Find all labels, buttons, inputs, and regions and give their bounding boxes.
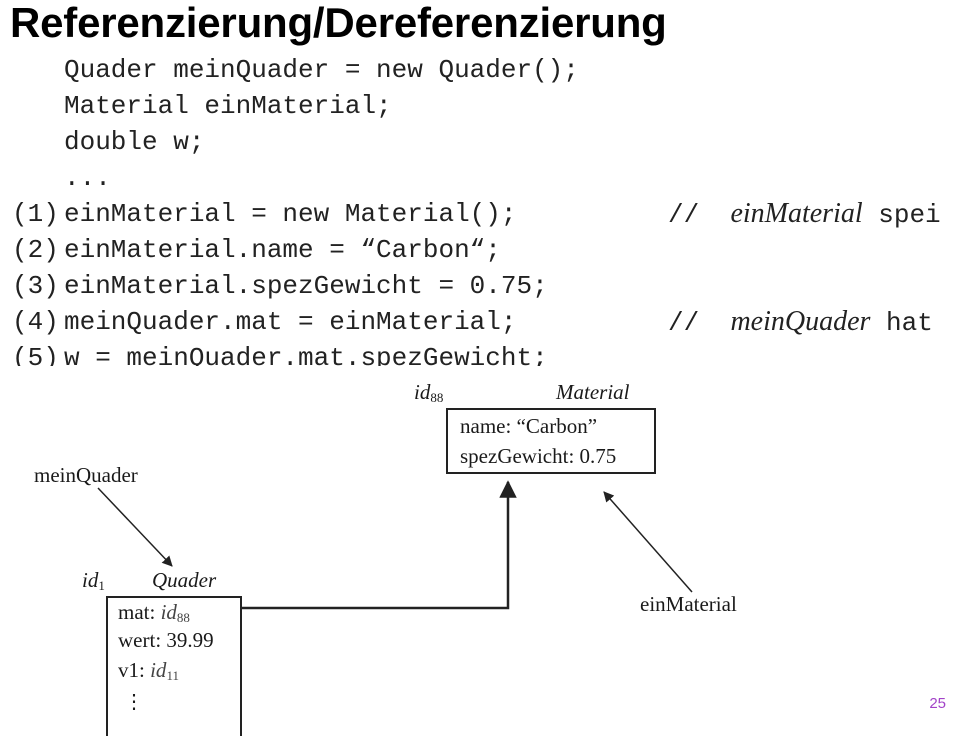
code-statement: Quader meinQuader = new Quader();: [64, 55, 579, 85]
code-statement: einMaterial.spezGewicht = 0.75;: [64, 271, 548, 301]
slide-title: Referenzierung/Dereferenzierung: [10, 0, 667, 46]
code-statement: double w;: [64, 127, 205, 157]
code-comment: // meinQuader hat: [668, 304, 933, 341]
object-diagram: id88 Material name: “Carbon” spezGewicht…: [0, 370, 960, 736]
code-comment: // einMaterial spei: [668, 196, 941, 233]
quader-object-id: id1: [82, 568, 105, 593]
code-statement: meinQuader.mat = einMaterial;: [64, 307, 517, 337]
code-statement: w = meinQuader.mat.spezGewicht;: [64, 343, 548, 366]
comment-italic: einMaterial: [730, 198, 863, 229]
reference-arrows: [97, 480, 693, 610]
variable-meinquader: meinQuader: [34, 463, 138, 487]
material-class-label: Material: [556, 380, 630, 404]
code-statement: ...: [64, 163, 111, 193]
code-statement: einMaterial = new Material();: [64, 199, 517, 229]
material-field-spezgewicht: spezGewicht: 0.75: [460, 444, 617, 468]
code-block: Quader meinQuader = new Quader(); Materi…: [0, 52, 960, 366]
step-number: (4): [12, 307, 59, 337]
code-line-step-2: (2) einMaterial.name = “Carbon“;: [0, 232, 501, 268]
step-number: (2): [12, 235, 59, 265]
variable-einmaterial: einMaterial: [640, 592, 737, 616]
quader-field-v1: v1: id11: [118, 658, 179, 683]
meinquader-pointer-arrow: [97, 487, 173, 567]
comment-prefix: //: [668, 200, 700, 230]
code-line-declaration: Quader meinQuader = new Quader();: [0, 52, 579, 88]
comment-rest: spei: [878, 200, 941, 230]
step-number: (1): [12, 199, 59, 229]
code-statement: einMaterial.name = “Carbon“;: [64, 235, 501, 265]
code-line-step-5: (5) w = meinQuader.mat.spezGewicht;: [0, 340, 548, 366]
quader-field-wert: wert: 39.99: [118, 628, 214, 652]
comment-rest: hat: [886, 308, 933, 338]
comment-prefix: //: [668, 308, 700, 338]
page-number: 25: [929, 695, 946, 712]
code-statement: Material einMaterial;: [64, 91, 392, 121]
material-object-box: name: “Carbon” spezGewicht: 0.75: [446, 408, 656, 474]
material-object-id: id88: [414, 380, 444, 405]
quader-field-mat: mat: id88: [118, 600, 190, 625]
einmaterial-pointer-arrow: [603, 491, 693, 593]
code-line-step-4: (4) meinQuader.mat = einMaterial; // mei…: [0, 304, 933, 340]
code-line-declaration: double w;: [0, 124, 204, 160]
quader-class-label: Quader: [152, 568, 217, 592]
code-line-declaration: Material einMaterial;: [0, 88, 392, 124]
mat-reference-arrow: [242, 480, 517, 610]
code-line-step-1: (1) einMaterial = new Material(); // ein…: [0, 196, 941, 232]
quader-more-fields: ⋮: [124, 691, 144, 713]
step-number: (5): [12, 343, 59, 366]
code-line-step-3: (3) einMaterial.spezGewicht = 0.75;: [0, 268, 548, 304]
quader-object-box: mat: id88 wert: 39.99 v1: id11 ⋮: [106, 596, 242, 736]
material-field-name: name: “Carbon”: [460, 414, 598, 438]
step-number: (3): [12, 271, 59, 301]
code-line-ellipsis: ...: [0, 160, 111, 196]
comment-italic: meinQuader: [730, 306, 871, 337]
